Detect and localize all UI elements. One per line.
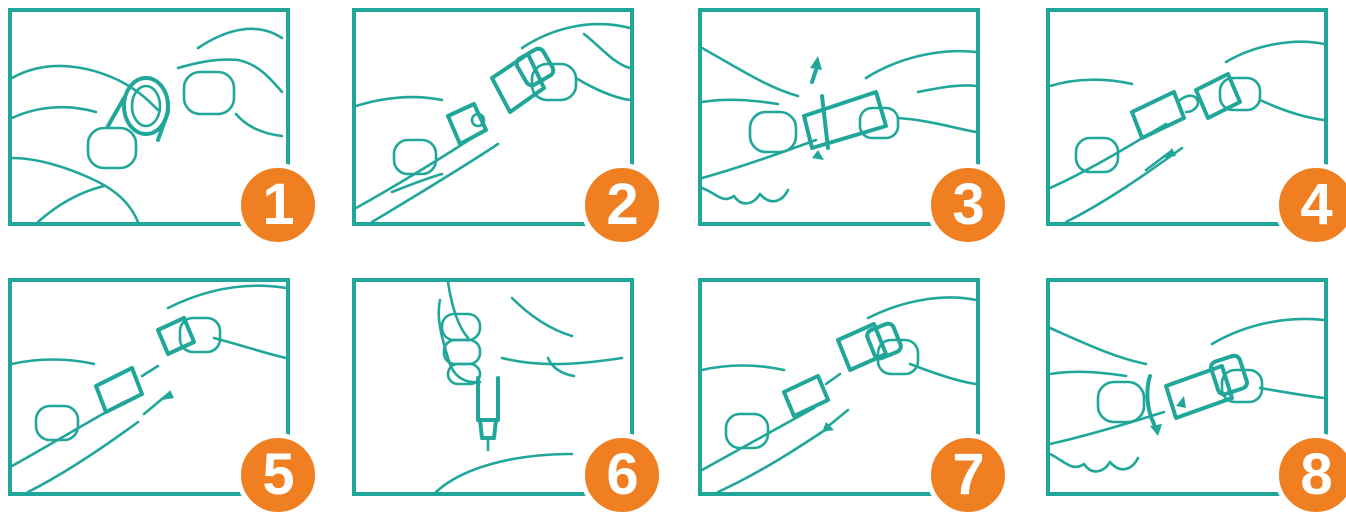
rotate-lancet-icon [700, 46, 978, 205]
panel-frame [8, 8, 290, 226]
step-panel-6: 6 [352, 278, 664, 517]
pen-against-finger-icon [434, 280, 624, 494]
step-panel-3: 3 [698, 8, 1010, 247]
step-number-badge: 5 [236, 433, 320, 517]
step-number-badge: 1 [236, 163, 320, 247]
step-number-badge: 4 [1274, 163, 1346, 247]
step-panel-1: 1 [8, 8, 320, 247]
step-number-badge: 2 [580, 163, 664, 247]
twist-cap-back-icon [1048, 317, 1326, 473]
step-number-badge: 3 [926, 163, 1010, 247]
push-cap-on-icon [10, 284, 288, 494]
pen-cap-removed-icon [354, 22, 632, 224]
pull-cap-off-icon [700, 296, 978, 494]
step-number-badge: 8 [1274, 433, 1346, 517]
step-panel-2: 2 [352, 8, 664, 247]
hands-twisting-cap-icon [10, 27, 284, 224]
step-number-badge: 7 [926, 433, 1010, 517]
step-panel-7: 7 [698, 278, 1010, 517]
step-panel-8: 8 [1046, 278, 1346, 517]
insert-lancet-icon [1048, 40, 1326, 224]
step-panel-4: 4 [1046, 8, 1346, 247]
step-number-badge: 6 [580, 433, 664, 517]
step-panel-5: 5 [8, 278, 320, 517]
